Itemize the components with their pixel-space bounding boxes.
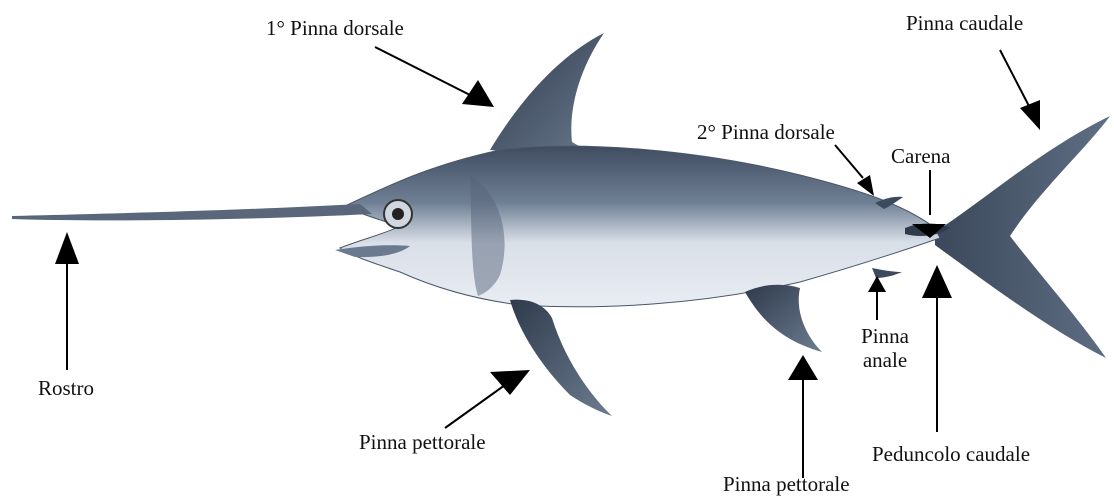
label-pectoral-fin-left: Pinna pettorale bbox=[359, 432, 486, 453]
pectoral-fin-left-arrow-line bbox=[445, 385, 505, 428]
caudal-fin-arrow-line bbox=[1000, 50, 1030, 108]
label-caudal-peduncle: Peduncolo caudale bbox=[872, 444, 1030, 465]
label-caudal-fin: Pinna caudale bbox=[906, 13, 1023, 34]
rostrum-arrowhead bbox=[55, 232, 79, 264]
pelvic-fin bbox=[745, 285, 822, 352]
caudal-fin-arrowhead bbox=[1020, 100, 1040, 130]
caudal-peduncle-arrowhead bbox=[922, 265, 952, 298]
label-dorsal-fin-1: 1° Pinna dorsale bbox=[266, 18, 404, 39]
caudal-fin bbox=[935, 116, 1110, 358]
anal-fin-arrowhead bbox=[868, 276, 886, 292]
pectoral-fin bbox=[510, 300, 612, 416]
dorsal-fin-1-arrow-line bbox=[375, 47, 470, 95]
fish-body bbox=[340, 146, 940, 307]
rostrum bbox=[12, 204, 372, 220]
label-rostrum: Rostro bbox=[38, 378, 94, 399]
dorsal-fin-2-arrow-line bbox=[835, 145, 863, 178]
first-dorsal-fin bbox=[490, 33, 612, 160]
label-anal-fin-line2: anale bbox=[852, 350, 918, 371]
anal-fin bbox=[872, 268, 902, 278]
label-pectoral-fin-bottom: Pinna pettorale bbox=[723, 474, 850, 495]
label-dorsal-fin-2: 2° Pinna dorsale bbox=[697, 122, 835, 143]
label-keel: Carena bbox=[891, 146, 950, 167]
pectoral-fin-bottom-arrowhead bbox=[788, 355, 818, 380]
label-anal-fin-line1: Pinna bbox=[852, 326, 918, 347]
